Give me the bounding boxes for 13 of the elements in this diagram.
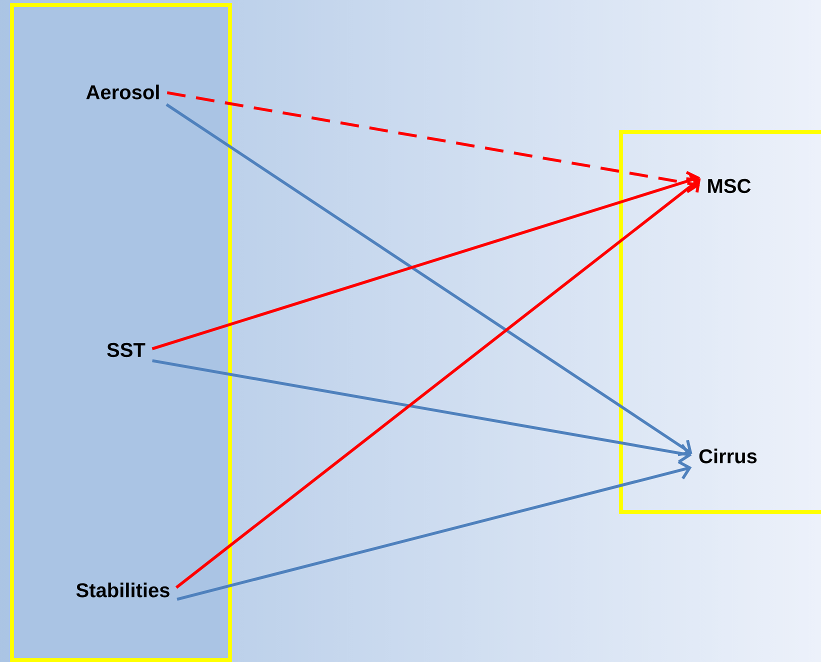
panel-box [619,130,821,514]
label-text: Cirrus [699,448,757,464]
panel-box [10,3,232,662]
label-text: Stabilities [76,582,170,598]
arrow [166,103,692,456]
arrow [175,177,701,589]
arrow [152,359,692,464]
label-text: SST [107,342,146,358]
arrow [152,171,700,350]
arrow [176,460,692,601]
label-text: MSC [708,178,751,194]
arrow [166,91,700,194]
label-text: Aerosol [86,84,159,100]
